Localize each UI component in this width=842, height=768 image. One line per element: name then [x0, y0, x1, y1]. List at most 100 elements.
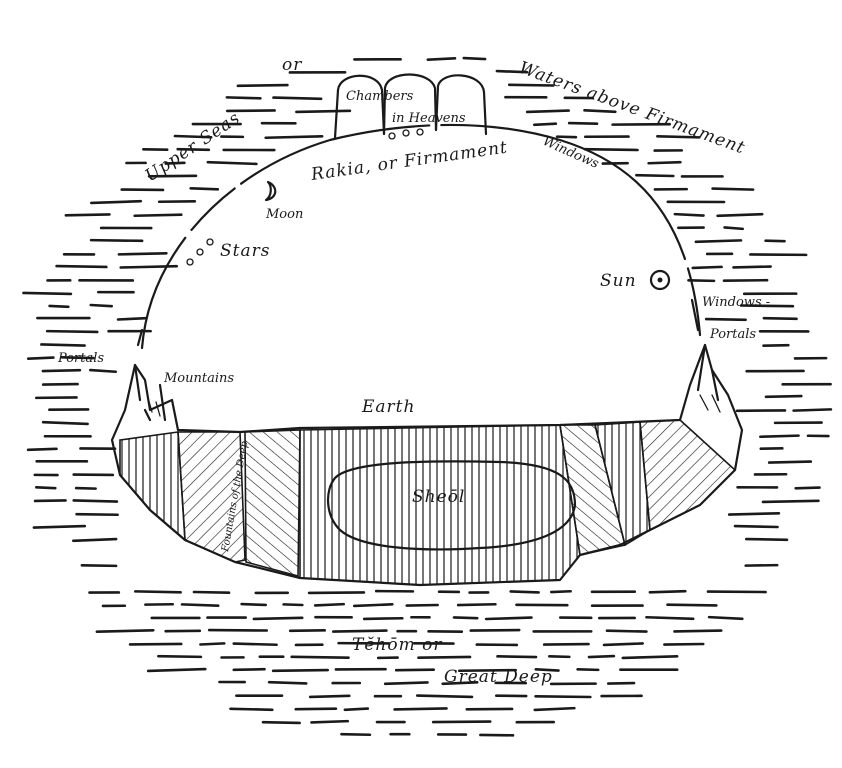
- water-dash: [694, 239, 743, 244]
- water-dash: [405, 603, 439, 607]
- water-dash: [687, 278, 716, 283]
- water-dash: [792, 408, 833, 412]
- water-dash: [469, 628, 521, 632]
- water-dash: [32, 524, 87, 529]
- water-dash: [794, 486, 821, 490]
- water-dash: [648, 589, 687, 594]
- water-dash: [534, 694, 592, 699]
- water-dash: [90, 199, 143, 205]
- water-dash: [383, 681, 429, 686]
- water-dash: [583, 109, 617, 114]
- water-dash: [41, 420, 89, 426]
- label-portals-left: Portals: [57, 351, 104, 366]
- water-dash: [199, 642, 226, 646]
- water-dash: [762, 316, 798, 321]
- water-dash: [189, 187, 220, 191]
- water-dash: [393, 707, 448, 711]
- label-in-heavens: in Heavens: [392, 111, 466, 126]
- water-dash: [495, 69, 529, 74]
- water-dash: [271, 668, 330, 673]
- label-or-top: or: [282, 55, 302, 75]
- water-dash: [707, 615, 744, 621]
- water-dash: [758, 434, 800, 439]
- water-dash: [547, 654, 571, 659]
- water-dash: [534, 668, 560, 672]
- label-upper-seas: Upper Seas: [142, 108, 245, 186]
- water-dash: [663, 642, 705, 646]
- water-dash: [45, 329, 99, 334]
- water-dash: [666, 603, 718, 607]
- water-dash: [484, 616, 533, 621]
- water-dash: [119, 264, 178, 269]
- water-dash: [74, 486, 97, 490]
- water-dash: [352, 603, 394, 608]
- water-dash: [164, 161, 186, 165]
- water-dash: [232, 667, 266, 672]
- water-dash: [394, 668, 436, 672]
- water-dash: [41, 382, 79, 386]
- water-dash: [146, 667, 207, 673]
- sun-icon: [649, 269, 671, 291]
- water-dash: [48, 304, 70, 309]
- right-hatch-2: [639, 419, 737, 532]
- water-dash: [606, 681, 636, 685]
- water-dash: [496, 655, 538, 659]
- water-dash: [673, 212, 705, 217]
- water-dash: [192, 590, 231, 595]
- moon-icon: [264, 180, 277, 202]
- left-rock: [119, 431, 186, 542]
- water-dash: [340, 732, 372, 737]
- water-dash: [313, 602, 346, 607]
- water-dash: [89, 238, 144, 243]
- mountains-right: [696, 343, 721, 413]
- label-sheol: Sheōl: [412, 487, 465, 507]
- water-dash: [532, 122, 558, 127]
- portal-gap-left: [136, 328, 144, 347]
- water-dash: [236, 83, 289, 88]
- water-dash: [295, 109, 352, 114]
- label-stars: Stars: [220, 241, 270, 261]
- water-dash: [744, 537, 789, 542]
- water-dash: [307, 591, 366, 595]
- water-dash: [509, 590, 540, 594]
- water-dash: [645, 615, 695, 621]
- water-dash: [457, 668, 518, 673]
- water-dash: [507, 83, 555, 87]
- water-dash: [282, 603, 304, 607]
- water-dash: [576, 667, 600, 672]
- mountains-left: [133, 363, 167, 422]
- water-dash: [173, 134, 213, 139]
- water-dash: [22, 291, 73, 296]
- water-dash: [225, 96, 262, 100]
- label-sun: Sun: [600, 271, 637, 291]
- water-dash: [157, 654, 203, 659]
- water-dash: [261, 720, 301, 725]
- water-dash: [116, 316, 148, 321]
- waters-dashes: [22, 56, 833, 737]
- water-dash: [229, 707, 274, 712]
- water-dash: [555, 135, 578, 139]
- left-mountain-hatch: [244, 429, 301, 578]
- water-dash: [417, 655, 472, 659]
- water-dash: [462, 56, 487, 61]
- water-dash: [727, 511, 781, 516]
- water-dash: [290, 655, 350, 659]
- water-dash: [673, 629, 723, 633]
- water-dash: [456, 602, 497, 607]
- firmament-dome: [140, 123, 702, 350]
- portal-gap-right: [690, 298, 700, 332]
- water-dash: [647, 160, 682, 165]
- water-dash: [621, 655, 679, 660]
- water-dash: [415, 694, 474, 699]
- water-dash: [310, 719, 350, 724]
- water-dash: [206, 160, 258, 166]
- water-dash: [525, 109, 571, 114]
- water-dash: [587, 654, 616, 659]
- water-dash: [656, 134, 701, 139]
- water-dash: [226, 109, 276, 113]
- stars-dots: [186, 238, 214, 266]
- water-dash: [41, 368, 82, 373]
- water-dash: [704, 317, 747, 322]
- water-dash: [60, 355, 95, 360]
